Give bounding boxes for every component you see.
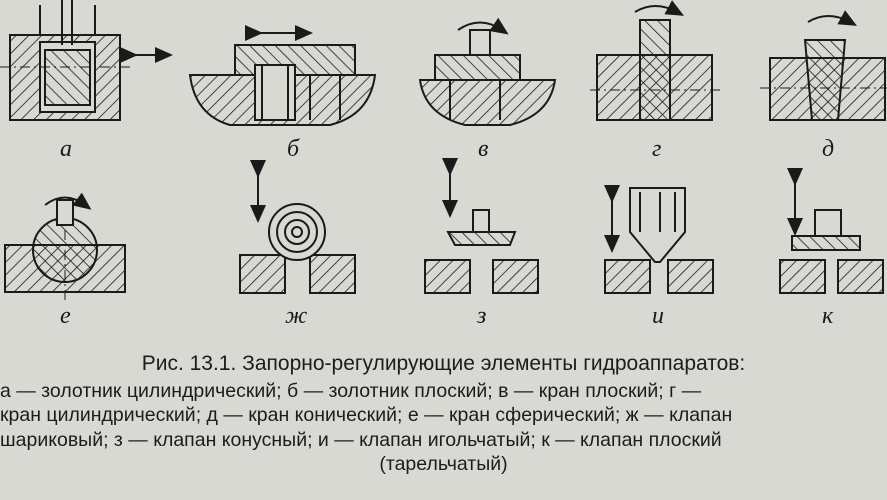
label-z: з [477, 303, 487, 329]
figure-caption: Рис. 13.1. Запорно-регулирующие элементы… [0, 352, 887, 477]
label-a: а [60, 136, 72, 162]
diagram-k [779, 168, 884, 294]
diagram-b [188, 25, 377, 126]
label-v: в [478, 136, 489, 162]
label-d: д [822, 136, 835, 162]
diagram-zh [239, 160, 356, 294]
diagram-v [418, 17, 557, 126]
label-g: г [652, 136, 662, 162]
label-b: б [287, 136, 300, 162]
caption-line-2: кран цилиндрический; д — кран конический… [0, 404, 733, 426]
diagram-z [424, 158, 539, 294]
diagram-a [0, 0, 173, 121]
caption-title: Рис. 13.1. Запорно-регулирующие элементы… [141, 352, 746, 375]
diagram-d [760, 10, 887, 121]
caption-line-3: шариковый; з — клапан конусный; и — клап… [0, 428, 722, 451]
label-zh: ж [285, 303, 308, 329]
label-k: к [822, 303, 834, 329]
figure-illustration [0, 0, 887, 300]
diagram-g [590, 0, 720, 121]
diagram-i [604, 185, 714, 294]
label-i: и [652, 303, 664, 329]
diagram-e [4, 192, 126, 300]
caption-line-1: а — золотник цилиндрический; б — золотни… [0, 379, 702, 402]
label-e: е [60, 303, 71, 329]
caption-line-4: (тарельчатый) [379, 453, 508, 475]
